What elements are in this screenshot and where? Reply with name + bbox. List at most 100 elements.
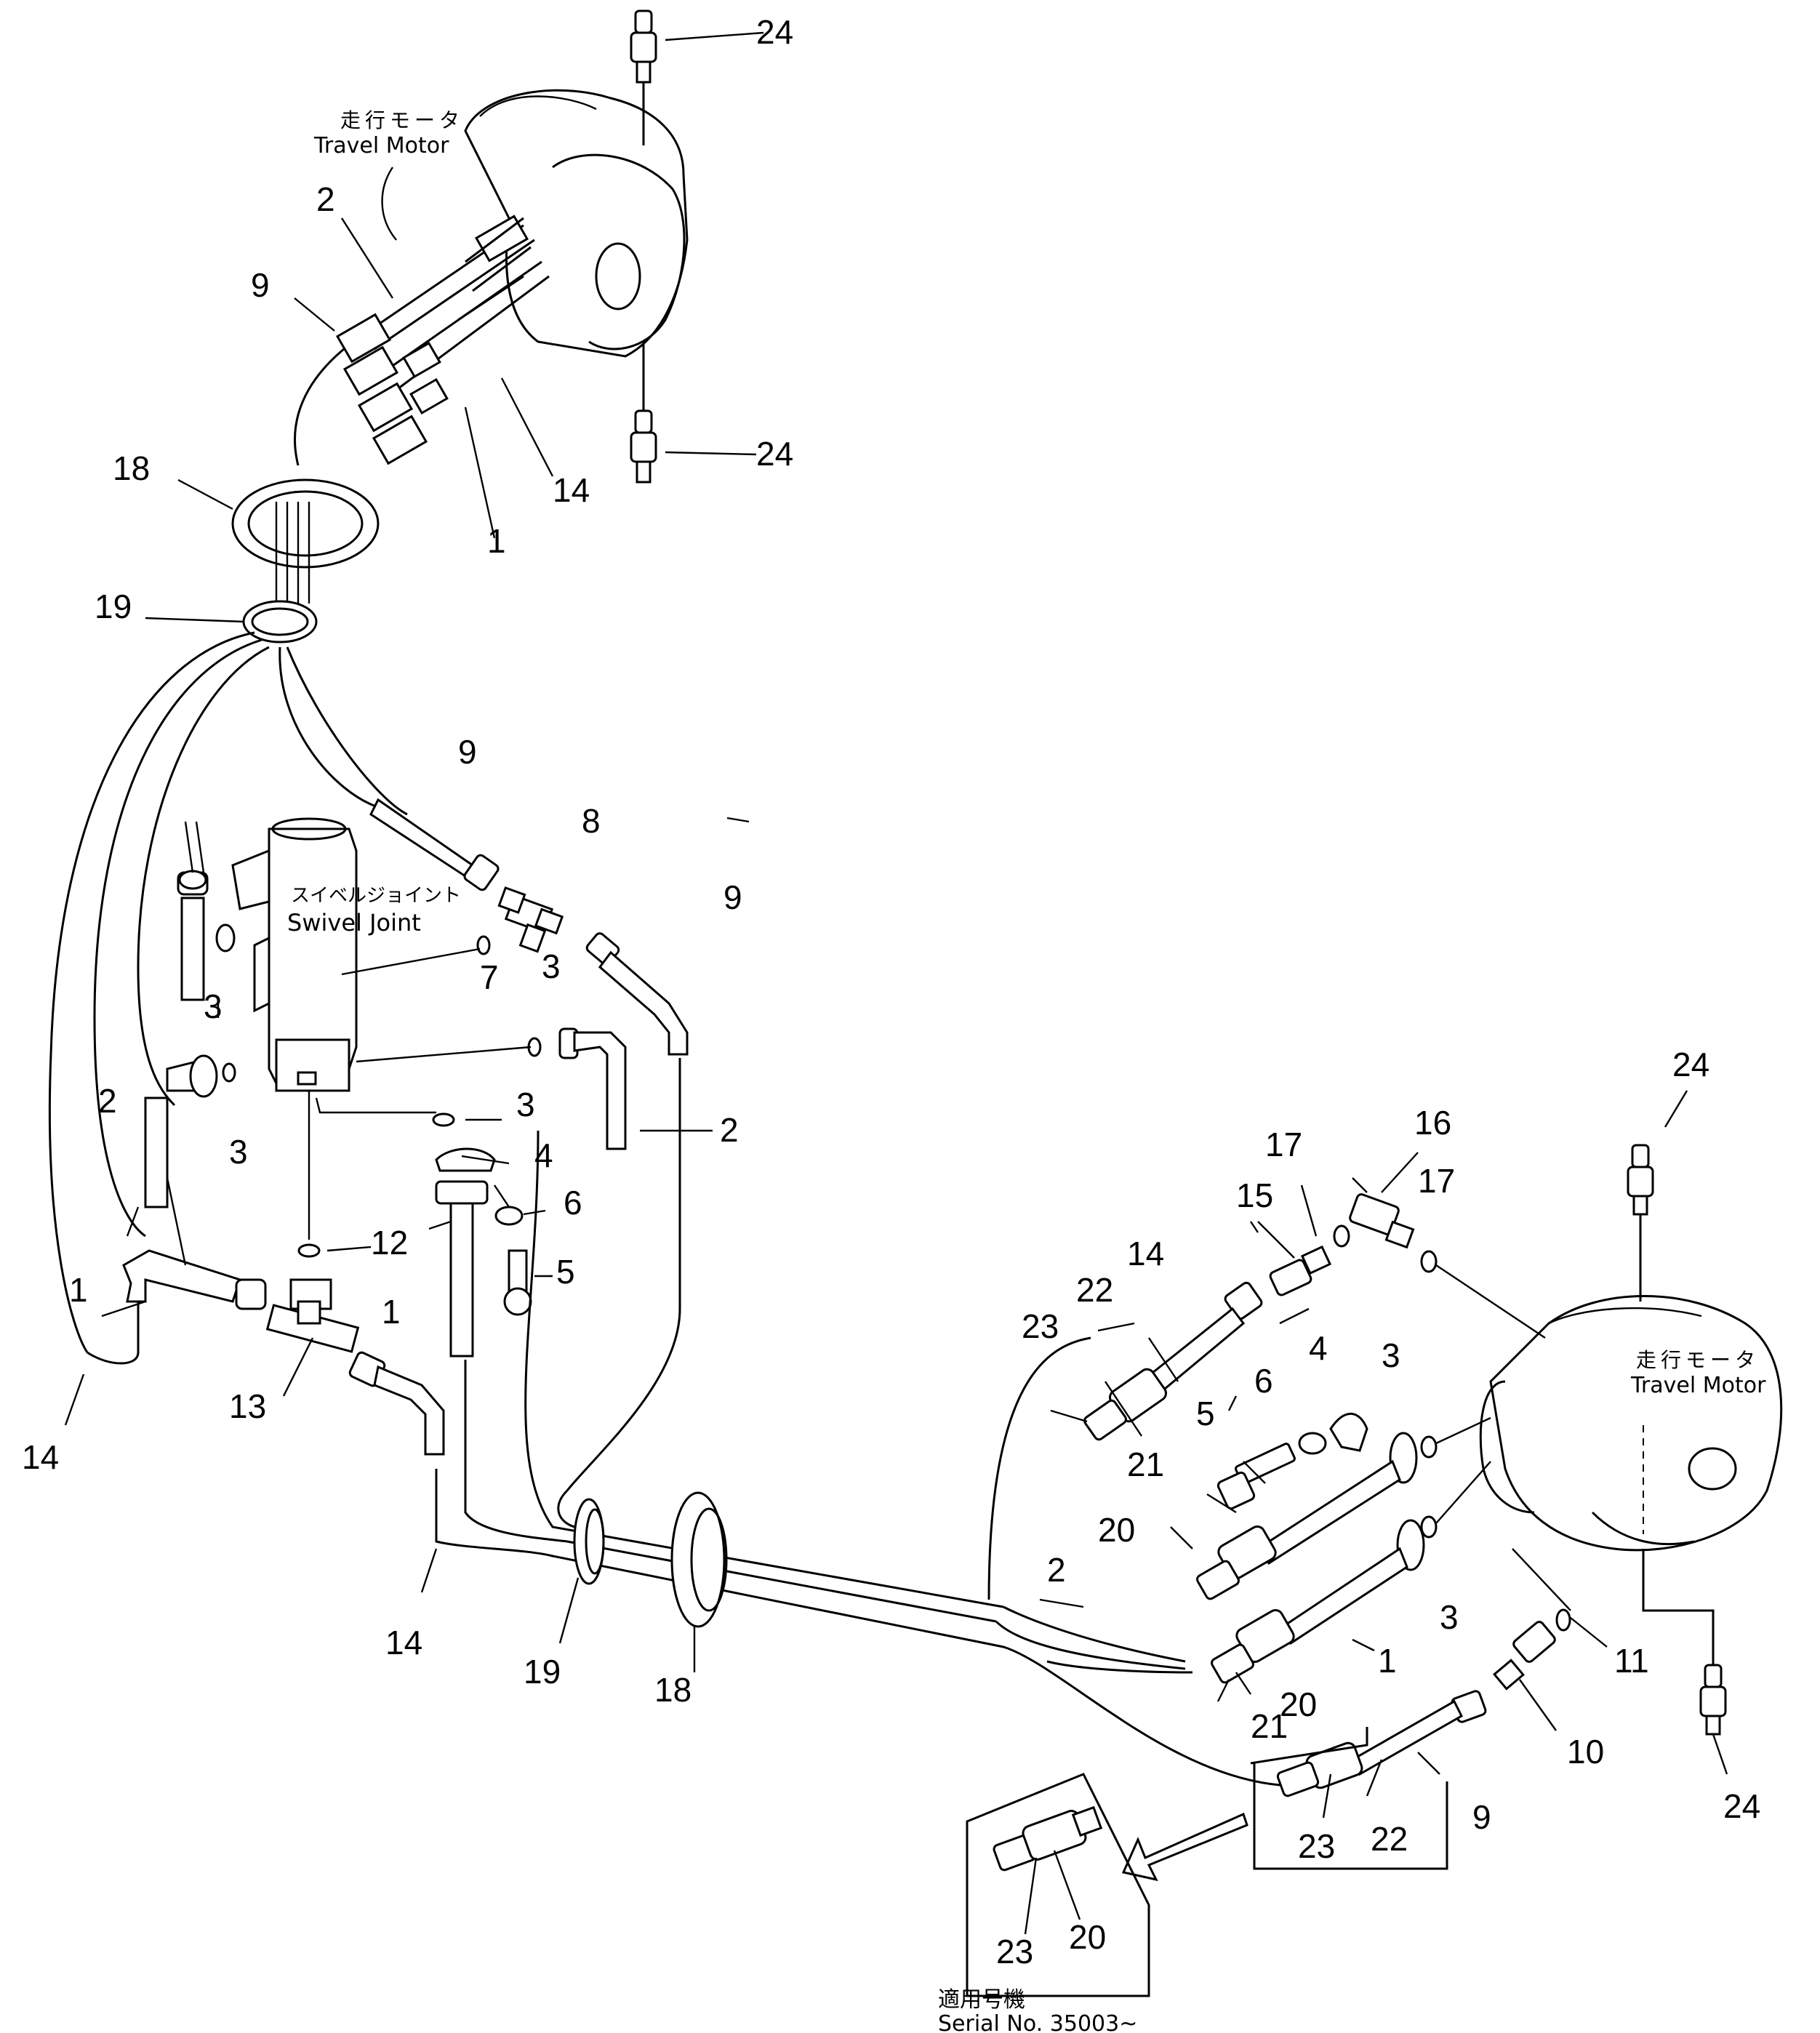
callout: 8 (582, 802, 601, 840)
callout: 1 (382, 1293, 401, 1331)
svg-text:Serial No. 35003~: Serial No. 35003~ (938, 2011, 1137, 2033)
leader-lines (64, 817, 1608, 1819)
callout: 2 (316, 180, 335, 218)
tee-13 (265, 1278, 360, 1353)
callout: 24 (1723, 1787, 1760, 1825)
hose-loops-left (48, 631, 379, 1365)
callout: 1 (69, 1271, 88, 1309)
callout: 9 (1472, 1798, 1491, 1836)
bolt-5 (503, 1249, 553, 1316)
svg-text:Travel Motor: Travel Motor (1630, 1373, 1766, 1398)
callout: 23 (1022, 1307, 1059, 1345)
callout: 4 (534, 1136, 553, 1174)
callout: 24 (1672, 1046, 1709, 1083)
lower-hose-bundle (435, 1058, 1280, 1787)
svg-text:走行モータ: 走行モータ (1636, 1348, 1760, 1372)
bolt-5-right (1216, 1443, 1296, 1510)
callout: 14 (385, 1624, 422, 1661)
callout: 2 (720, 1111, 739, 1149)
callout: 23 (1298, 1827, 1335, 1865)
callout: 20 (1280, 1685, 1317, 1723)
callout: 22 (1076, 1271, 1113, 1309)
callout: 21 (1251, 1707, 1288, 1745)
callout: 9 (723, 878, 742, 916)
travel-motor-right (1479, 1295, 1783, 1552)
washer-6-right (1298, 1432, 1327, 1455)
svg-text:走行モータ: 走行モータ (340, 108, 464, 132)
callout: 2 (1047, 1551, 1066, 1589)
svg-text:Swivel Joint: Swivel Joint (287, 909, 421, 937)
callout: 21 (1127, 1445, 1164, 1483)
hose-14-left (122, 1249, 267, 1310)
callout: 20 (1069, 1918, 1106, 1956)
clamp-lower (558, 1498, 605, 1644)
clamp-top (145, 600, 318, 643)
callout: 11 (1614, 1642, 1649, 1680)
callout: 3 (1382, 1336, 1400, 1374)
label-swivel-joint: スイベルジョイント Swivel Joint (287, 885, 461, 937)
callout: 14 (553, 471, 590, 509)
grease-nipple-mid (630, 342, 757, 484)
callout: 17 (1265, 1126, 1302, 1163)
callout: 20 (1098, 1511, 1135, 1549)
grommet-lower (670, 1491, 728, 1672)
svg-text:Travel Motor: Travel Motor (313, 133, 449, 159)
callout: 3 (542, 947, 561, 985)
callout: 6 (564, 1184, 582, 1222)
callout: 5 (556, 1253, 575, 1291)
hose-9-right (585, 932, 689, 1056)
callout: 3 (1440, 1598, 1459, 1636)
hose-14-right (1050, 1281, 1263, 1441)
hose-bend-lower (348, 1351, 445, 1456)
svg-text:適用号機: 適用号機 (938, 1987, 1025, 2013)
callout: 16 (1414, 1104, 1451, 1142)
o-ring-3d (1420, 1515, 1438, 1539)
hose-9-right-lower (1276, 1690, 1487, 1797)
hose-1-center (428, 1180, 489, 1358)
callout: 3 (516, 1086, 535, 1123)
hose-2-right-lower (1196, 1432, 1418, 1600)
adapter-15 (1269, 1245, 1332, 1296)
o-ring-17b (1420, 1250, 1438, 1273)
callout: 3 (229, 1133, 248, 1171)
label-travel-motor-right: 走行モータ Travel Motor (1630, 1348, 1766, 1398)
label-serial-note: 適用号機 Serial No. 35003~ (938, 1987, 1137, 2033)
o-ring-17a (1333, 1224, 1350, 1248)
callout: 2 (98, 1082, 117, 1120)
tee-8 (497, 886, 564, 953)
grease-nipple-right-top (1627, 1090, 1688, 1302)
callout: 1 (487, 522, 506, 560)
arrow-to-detail (1121, 1812, 1248, 1882)
callout: 24 (756, 435, 793, 473)
callout-numbers: 24 2 9 24 18 14 1 19 9 8 9 3 7 3 2 3 3 2… (22, 13, 1760, 1970)
left-elbow-2 (144, 1054, 236, 1208)
label-travel-motor-top: 走行モータ Travel Motor (313, 108, 464, 159)
callout: 19 (524, 1653, 561, 1691)
callout: 10 (1567, 1733, 1604, 1771)
callout: 12 (371, 1224, 408, 1262)
callout: 14 (1127, 1235, 1164, 1272)
callout: 14 (22, 1438, 59, 1476)
left-elbow-3 (177, 821, 236, 1001)
elbow-10 (1493, 1621, 1556, 1691)
o-ring-7 (476, 935, 491, 955)
flange-4 (435, 1147, 496, 1172)
detail-box-lower-right (1250, 1727, 1448, 1870)
callout: 17 (1418, 1162, 1455, 1200)
callout: 15 (1236, 1176, 1273, 1214)
top-motor-hoses (294, 214, 554, 539)
callout: 24 (756, 13, 793, 51)
elbow-16 (1349, 1152, 1419, 1249)
callout: 7 (480, 958, 499, 996)
hose-1-right-lower (1211, 1519, 1425, 1684)
callout: 18 (113, 449, 150, 487)
detail-inset (966, 1773, 1150, 1997)
callout: 19 (95, 588, 132, 625)
hose-9-upper (286, 646, 500, 891)
grease-nipple-top (630, 9, 764, 145)
callout: 22 (1371, 1820, 1408, 1858)
callout: 1 (1378, 1642, 1397, 1680)
callout: 9 (458, 733, 477, 771)
callout: 3 (204, 987, 223, 1025)
grommet-top (177, 478, 380, 604)
